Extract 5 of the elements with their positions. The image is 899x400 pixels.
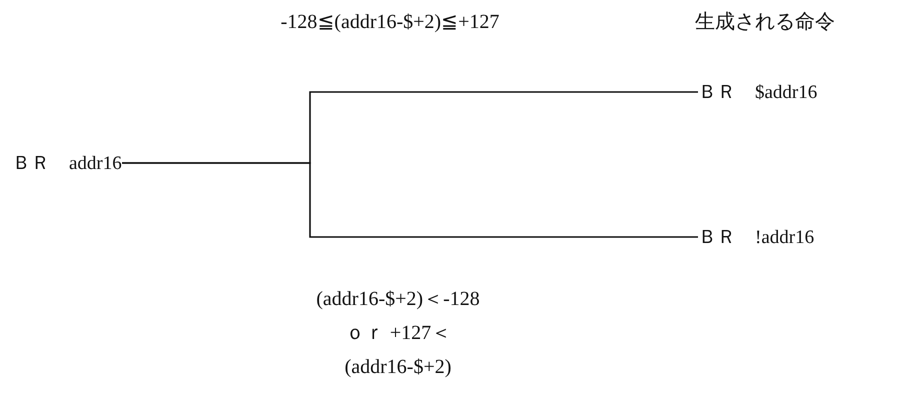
instruction-text: ＢＲ !addr16 bbox=[698, 222, 814, 252]
column-heading: 生成される命令 bbox=[695, 10, 835, 35]
instruction-text: ＢＲ $addr16 bbox=[698, 77, 818, 107]
connector-line bbox=[122, 162, 698, 238]
instruction-text: ＢＲ addr16 bbox=[12, 148, 122, 178]
